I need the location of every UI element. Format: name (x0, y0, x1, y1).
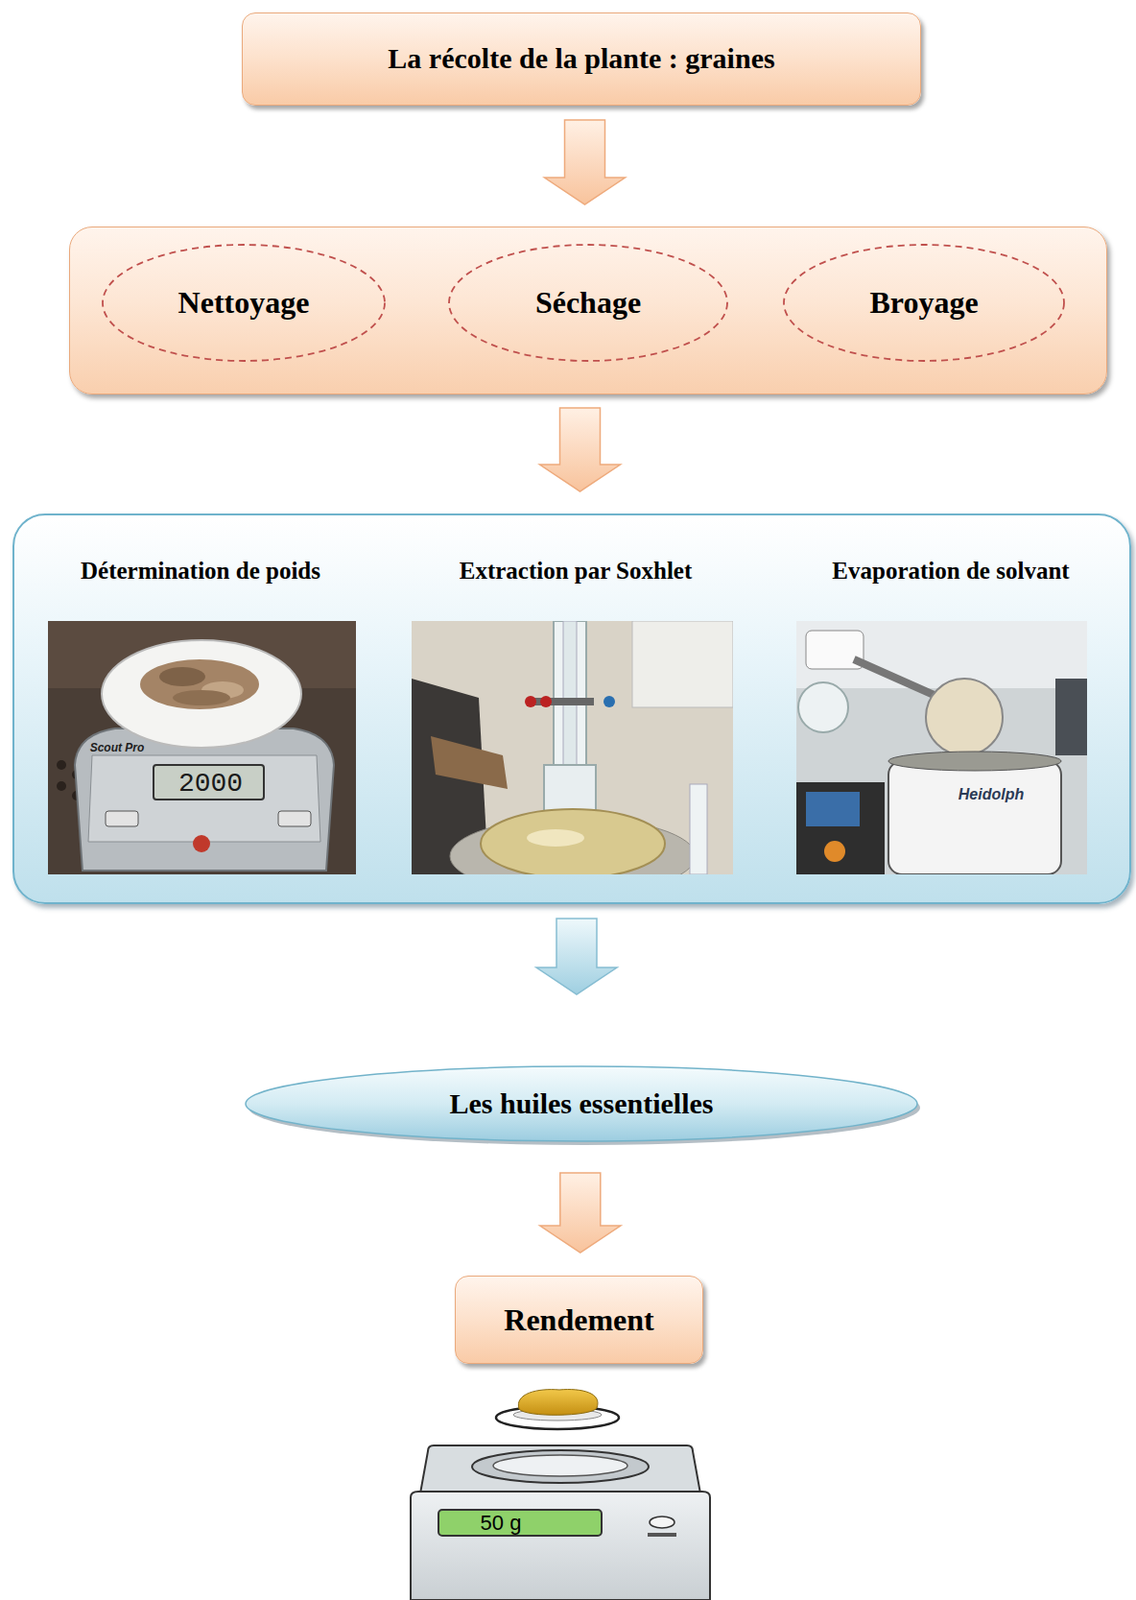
photo-balance (47, 620, 356, 875)
node-text: Broyage (869, 284, 978, 321)
cylinder (689, 783, 708, 875)
chair-seat (430, 735, 508, 789)
process-box: Rendement (454, 1275, 704, 1364)
panel-heading: Evaporation de solvant (758, 557, 1136, 586)
balance-button (278, 810, 311, 827)
filled-ellipse (245, 1065, 918, 1141)
balance-display (438, 1509, 602, 1536)
vent-hole (56, 781, 67, 791)
photo-ground (47, 620, 356, 875)
bath-rim (888, 751, 1062, 771)
balance-button (105, 810, 139, 827)
vent-hole (56, 759, 67, 770)
chiller (1055, 678, 1088, 756)
brand-logo (192, 834, 211, 852)
balance-reading: 2000 (155, 766, 266, 802)
oil-blob (518, 1389, 598, 1416)
seed-powder (159, 666, 206, 687)
photo-soxhlet (411, 620, 734, 895)
panel-heading: Extraction par Soxhlet (383, 557, 768, 586)
clamp-knob (603, 695, 616, 708)
group-box: Nettoyage Séchage Broyage (69, 226, 1108, 395)
clamp (526, 697, 594, 706)
seed-powder (172, 689, 231, 706)
node-text: Nettoyage (178, 284, 310, 321)
block-arrow (540, 1172, 621, 1253)
brand-text: Heidolph (933, 783, 1049, 805)
block-arrow (536, 918, 617, 994)
balance-top (420, 1444, 701, 1493)
process-panel: Détermination de poidsExtraction par Sox… (12, 513, 1132, 904)
photo-ground (796, 620, 1088, 875)
step-ellipse: Séchage (447, 242, 730, 363)
panel-screen (805, 791, 860, 827)
seed-powder (140, 659, 260, 710)
rotor-arm (853, 659, 941, 698)
inner-tube (563, 620, 577, 765)
block-arrow (540, 407, 621, 492)
water-bath (888, 760, 1062, 875)
step-ellipse: Broyage (781, 242, 1066, 363)
evaporating-flask (925, 678, 1003, 756)
condenser (553, 620, 587, 765)
balance-reading: 50 g (443, 1509, 559, 1536)
photo-ground (411, 620, 734, 875)
node-text: La récolte de la plante : graines (387, 42, 775, 76)
panel-heading: Détermination de poids (8, 557, 393, 586)
node-text: Rendement (503, 1301, 654, 1338)
photo-wall (796, 620, 1088, 688)
balance-body (410, 1491, 710, 1600)
node-text: Les huiles essentielles (449, 1087, 714, 1121)
dashed-ellipse (102, 244, 385, 361)
process-box: La récolte de la plante : graines (241, 12, 922, 106)
balance-button (649, 1515, 675, 1528)
node-text: Séchage (535, 284, 641, 321)
balance-slot (647, 1532, 677, 1537)
brand-text: Scout Pro (64, 739, 170, 756)
balance-plate (101, 639, 302, 748)
balance-face (88, 755, 321, 842)
collect-flask (798, 682, 849, 733)
dashed-ellipse (783, 244, 1065, 361)
result-ellipse: Les huiles essentielles (242, 1062, 921, 1145)
extractor (544, 764, 596, 813)
oil-dish (496, 1389, 619, 1429)
flask-glare (526, 828, 585, 847)
clamp-knob (540, 695, 552, 708)
block-arrow (544, 119, 626, 205)
dashed-ellipse (449, 244, 728, 361)
balance-pan-ring (472, 1449, 649, 1483)
flask (480, 808, 665, 878)
step-ellipse: Nettoyage (100, 242, 387, 363)
balance (410, 1444, 710, 1600)
control-panel (796, 781, 885, 875)
balance-pan (493, 1454, 628, 1476)
wall-paper (632, 620, 734, 708)
photo-rotavapor (796, 620, 1088, 875)
clamp-knob (524, 695, 537, 708)
panel-knob (824, 840, 846, 862)
